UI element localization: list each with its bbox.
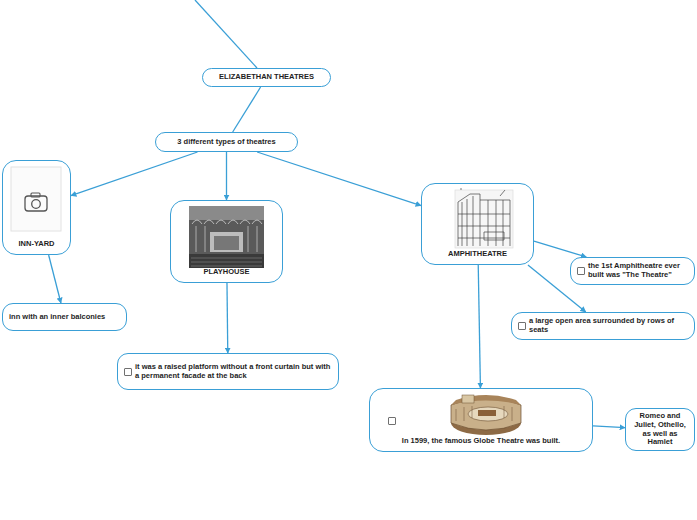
text-group: a large open area surrounded by rows of … [529, 317, 688, 334]
text-group: 3 different types of theatres [177, 138, 275, 147]
checkbox [124, 368, 132, 376]
node-text: 3 different types of theatres [177, 138, 275, 147]
checkbox [518, 322, 526, 330]
topic-node: 3 different types of theatres [155, 132, 298, 152]
topic-node: it was a raised platform without a front… [117, 353, 339, 390]
node-text: In 1599, the famous Globe Theatre was bu… [402, 437, 560, 446]
node-text: inn with an inner balconies [9, 313, 105, 322]
connector [71, 152, 197, 196]
node-text: AMPHITHEATRE [448, 250, 507, 259]
node-text: the 1st Amphitheatre ever built was "The… [588, 262, 688, 279]
playhouse-picture [189, 206, 264, 268]
node-text: PLAYHOUSE [204, 268, 250, 277]
node-text: it was a raised platform without a front… [135, 363, 332, 380]
text-group: INN-YARD [19, 240, 55, 249]
topic-node: inn with an inner balconies [2, 303, 127, 331]
node-text: a large open area surrounded by rows of … [529, 317, 688, 334]
globe-theatre-picture [451, 395, 521, 435]
connector [478, 265, 480, 388]
text-group: it was a raised platform without a front… [135, 363, 332, 380]
connector [528, 265, 586, 312]
text-group: inn with an inner balconies [9, 313, 105, 322]
connector [226, 283, 228, 353]
connector [593, 426, 625, 428]
offpage-line [195, 0, 257, 68]
connector [226, 152, 227, 200]
topic-node: the 1st Amphitheatre ever built was "The… [570, 257, 695, 285]
text-group: ELIZABETHAN THEATRES [219, 73, 314, 82]
connector [534, 241, 586, 257]
camera-icon [11, 167, 61, 231]
connector [49, 255, 61, 303]
picture-node: AMPHITHEATRE [421, 183, 534, 265]
topic-node: Romeo and Juliet, Othello, as well as Ha… [625, 408, 695, 451]
picture-node: INN-YARD [2, 160, 71, 255]
text-group: PLAYHOUSE [204, 268, 250, 277]
text-group: AMPHITHEATRE [448, 250, 507, 259]
checkbox [388, 417, 396, 425]
text-group: In 1599, the famous Globe Theatre was bu… [402, 437, 560, 446]
connector [233, 87, 261, 132]
topic-node: ELIZABETHAN THEATRES [202, 68, 331, 87]
text-group: the 1st Amphitheatre ever built was "The… [588, 262, 688, 279]
node-text: ELIZABETHAN THEATRES [219, 73, 314, 82]
node-text: Romeo and Juliet, Othello, as well as Ha… [632, 412, 688, 447]
picture-node: In 1599, the famous Globe Theatre was bu… [369, 388, 593, 452]
amphitheatre-sketch [455, 188, 513, 248]
topic-node: a large open area surrounded by rows of … [511, 312, 695, 340]
checkbox [577, 267, 585, 275]
connector [257, 152, 421, 206]
node-text: INN-YARD [19, 240, 55, 249]
text-group: Romeo and Juliet, Othello, as well as Ha… [632, 412, 688, 447]
picture-node: PLAYHOUSE [170, 200, 283, 283]
